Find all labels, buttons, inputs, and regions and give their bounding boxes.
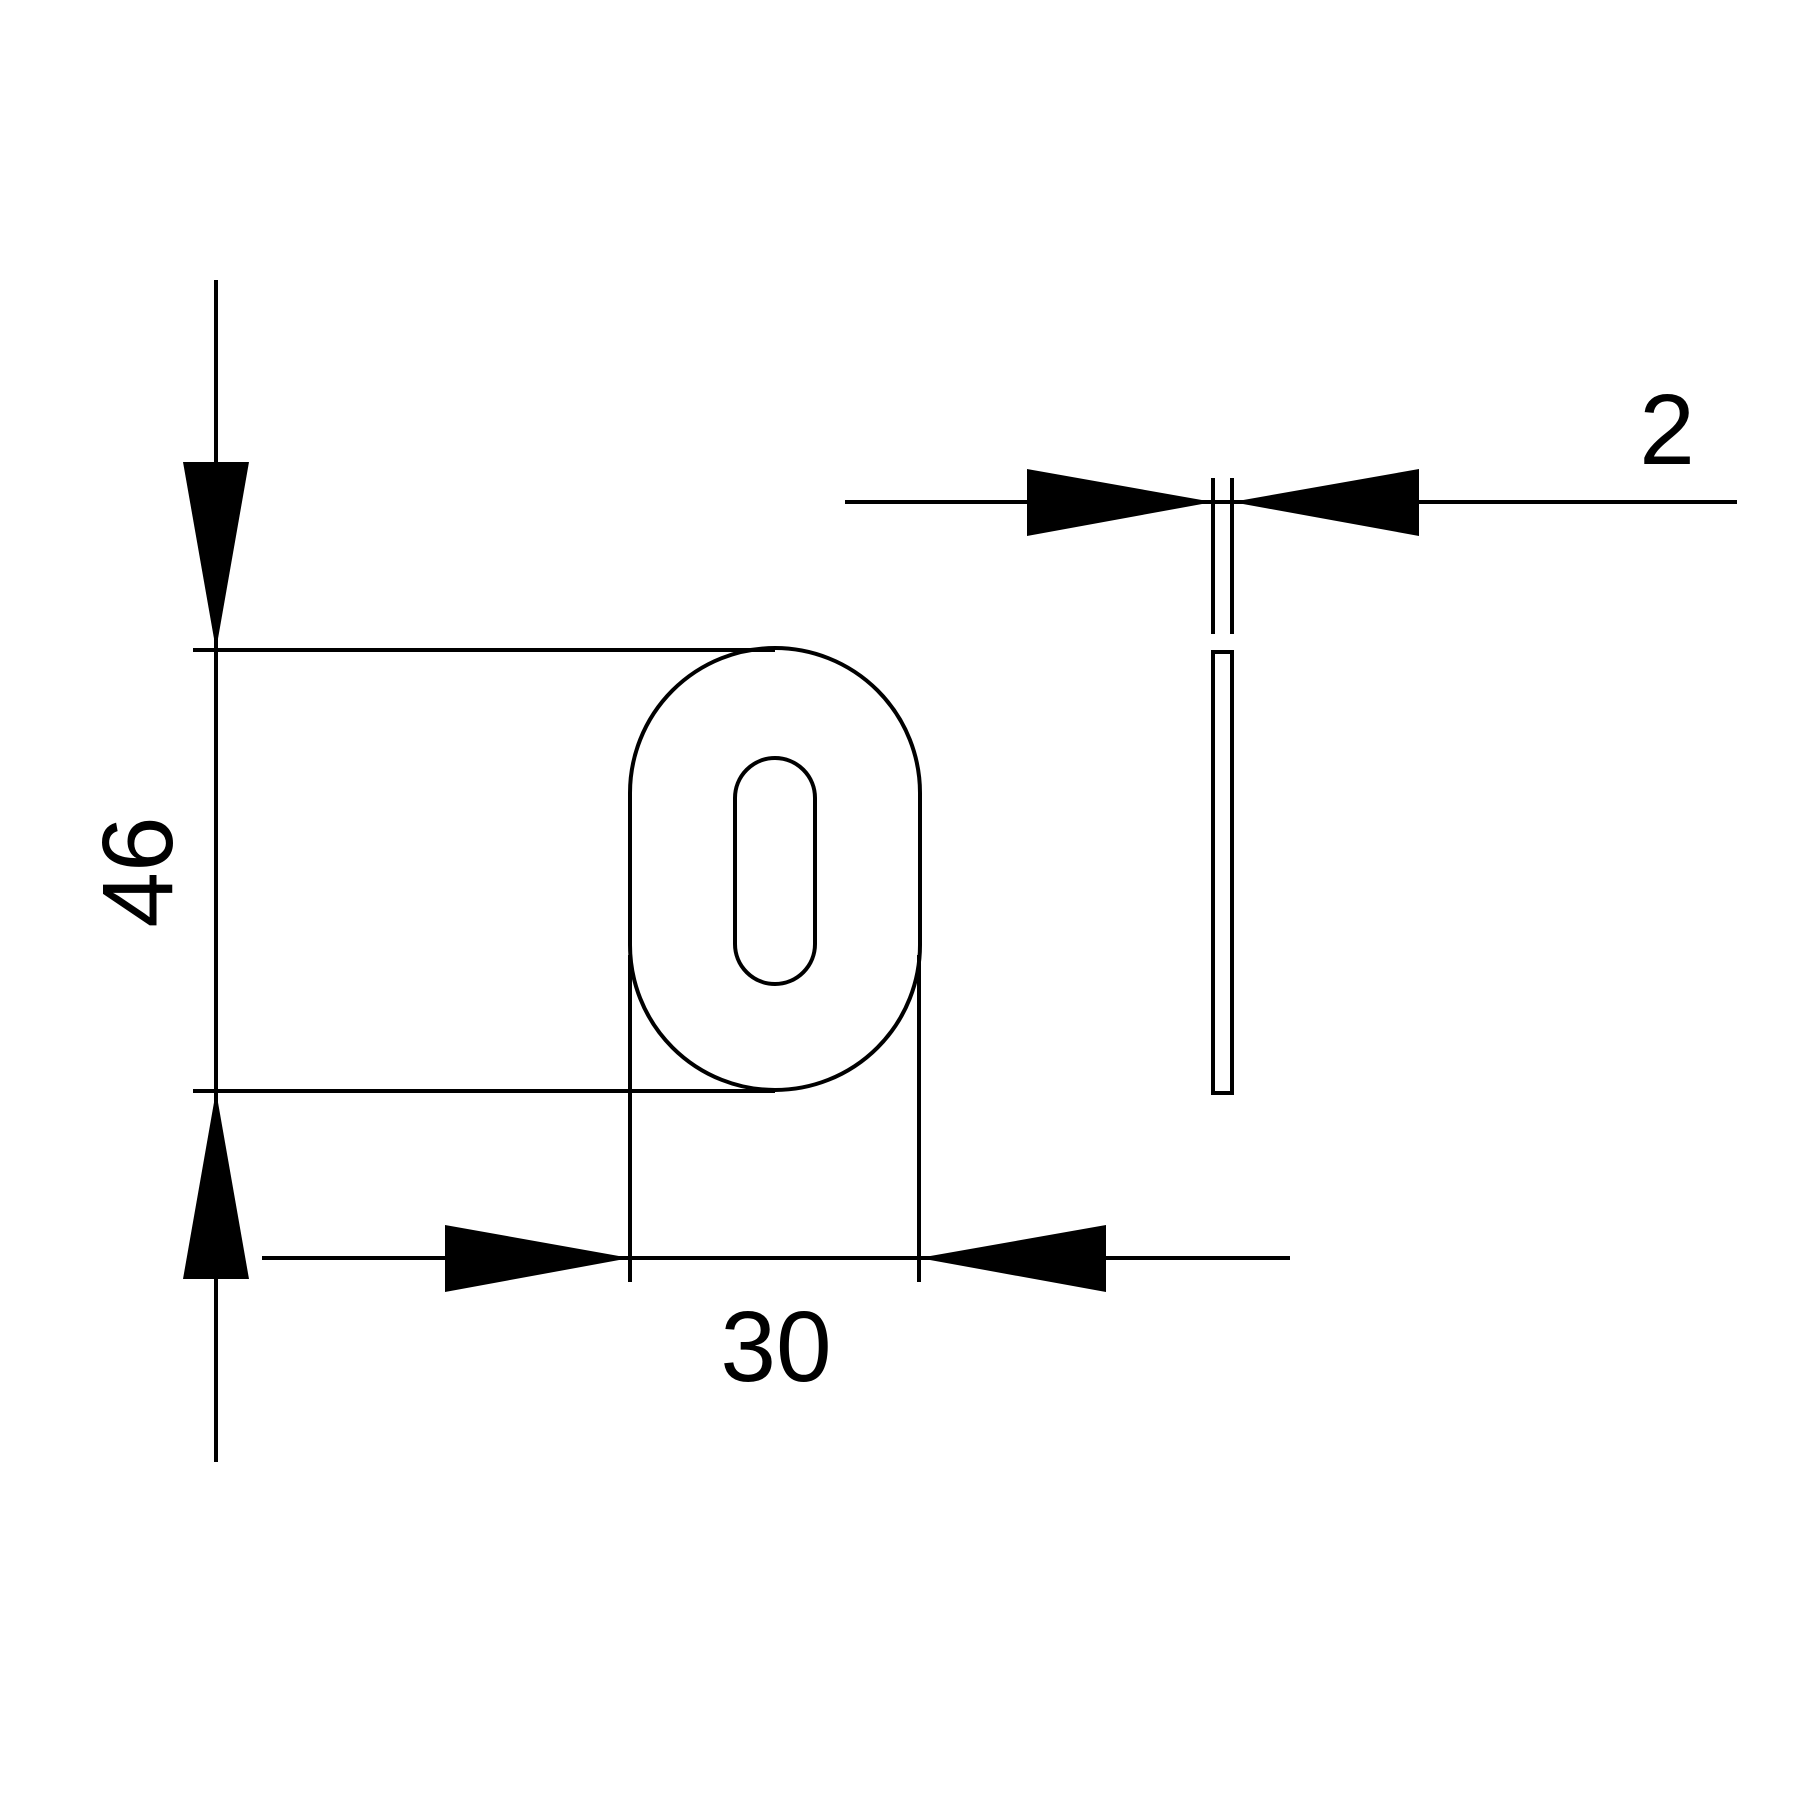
width-dimension-label: 30	[720, 1291, 831, 1403]
thickness-dimension	[845, 469, 1737, 536]
width-arrow-right	[919, 1225, 1106, 1292]
height-dimension-label: 46	[82, 816, 194, 927]
thickness-dimension-label: 2	[1639, 374, 1695, 486]
side-view	[1211, 478, 1234, 1095]
side-profile	[1211, 650, 1234, 1095]
keyhole-slot	[733, 756, 817, 986]
width-dimension	[262, 955, 1290, 1292]
thickness-arrow-right	[1232, 469, 1419, 536]
height-dimension	[183, 280, 775, 1462]
height-arrow-bottom	[183, 1091, 249, 1279]
escutcheon-outline	[628, 646, 922, 1092]
thickness-arrow-left	[1027, 469, 1213, 536]
front-view	[628, 646, 922, 1092]
width-arrow-left	[445, 1225, 630, 1292]
height-arrow-top	[183, 462, 249, 650]
